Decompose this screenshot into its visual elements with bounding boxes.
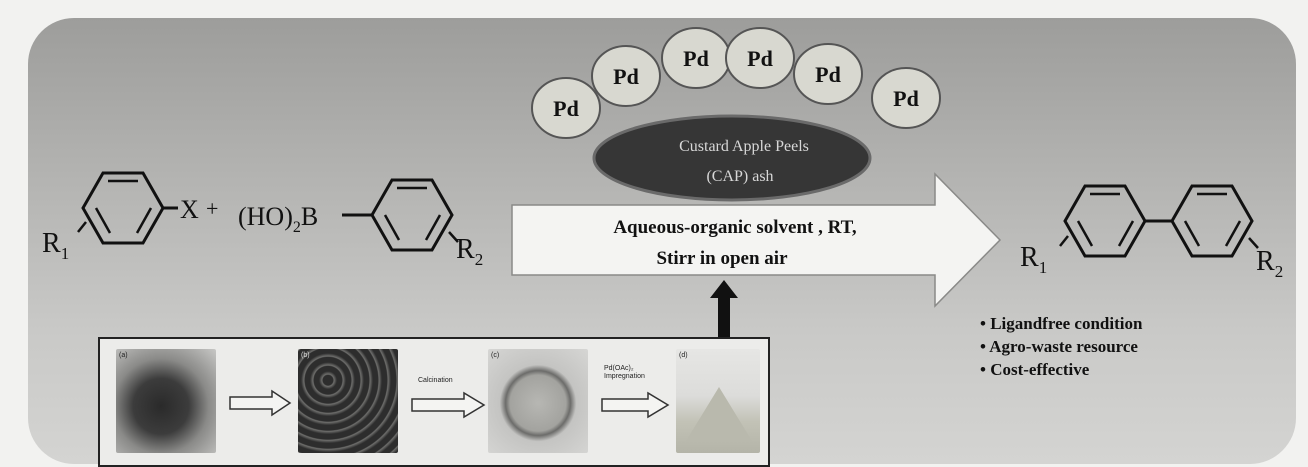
ring-double-bond <box>426 215 440 240</box>
photo-custard-apple: (a) <box>116 349 216 453</box>
up-arrow-head <box>710 280 738 298</box>
conditions-line1: Aqueous-organic solvent , RT, <box>613 217 857 238</box>
product-r2-label: R2 <box>1256 246 1283 281</box>
photo-label: (c) <box>491 352 499 359</box>
feature-list: • Ligandfree condition • Agro-waste reso… <box>980 312 1142 381</box>
feature-item: • Ligandfree condition <box>980 312 1142 335</box>
process-arrow-icon <box>410 391 486 419</box>
pd-label: Pd <box>613 64 639 89</box>
pd-label: Pd <box>747 46 773 71</box>
step-label: Calcination <box>418 377 453 384</box>
powder-pile-icon <box>684 383 754 445</box>
pd-label: Pd <box>893 86 919 111</box>
pd-label: Pd <box>683 46 709 71</box>
r2-label: R2 <box>456 234 483 269</box>
plus-sign: + <box>206 196 218 221</box>
support-label-line1: Custard Apple Peels <box>679 138 809 155</box>
bond-to-r1 <box>78 222 86 232</box>
process-arrow-icon <box>228 389 292 417</box>
support-label-line2: (CAP) ash <box>706 168 773 185</box>
up-arrow-shaft <box>718 296 730 340</box>
conditions-line2: Stirr in open air <box>656 248 788 269</box>
feature-item: • Agro-waste resource <box>980 335 1142 358</box>
ring-double-bond <box>96 208 110 233</box>
feature-item: • Cost-effective <box>980 358 1142 381</box>
photo-label: (d) <box>679 352 688 359</box>
pd-label: Pd <box>815 62 841 87</box>
product-biphenyl: R1 R2 <box>1020 186 1283 281</box>
photo-pd-catalyst: (d) <box>676 349 760 453</box>
reactant-boronic-acid: (HO)2B R2 <box>238 180 483 269</box>
ring-double-bond <box>1078 221 1092 246</box>
boronic-acid-label: (HO)2B <box>238 202 318 236</box>
product-r1-label: R1 <box>1020 242 1047 277</box>
r1-label: R1 <box>42 228 69 263</box>
pd-label: Pd <box>553 96 579 121</box>
reactant-aryl-halide: R1 X <box>42 173 199 263</box>
ring-double-bond <box>1119 221 1133 246</box>
leaving-group-label: X <box>180 195 199 224</box>
ring-double-bond <box>1185 221 1199 246</box>
cap-ash-support <box>594 116 870 200</box>
ring-double-bond <box>1226 221 1240 246</box>
step-label: Pd(OAc)₂ Impregnation <box>604 365 668 381</box>
ring-double-bond <box>385 215 399 240</box>
catalyst-preparation-strip: (a) (b) Calcination (c) Pd(OAc)₂ Impregn… <box>98 337 770 467</box>
photo-cap-ash: (c) <box>488 349 588 453</box>
bond-to-r1 <box>1060 236 1068 246</box>
ring-double-bond <box>137 208 151 233</box>
process-arrow-icon <box>600 391 670 419</box>
photo-label: (b) <box>301 352 310 359</box>
photo-peels: (b) <box>298 349 398 453</box>
photo-label: (a) <box>119 352 128 359</box>
